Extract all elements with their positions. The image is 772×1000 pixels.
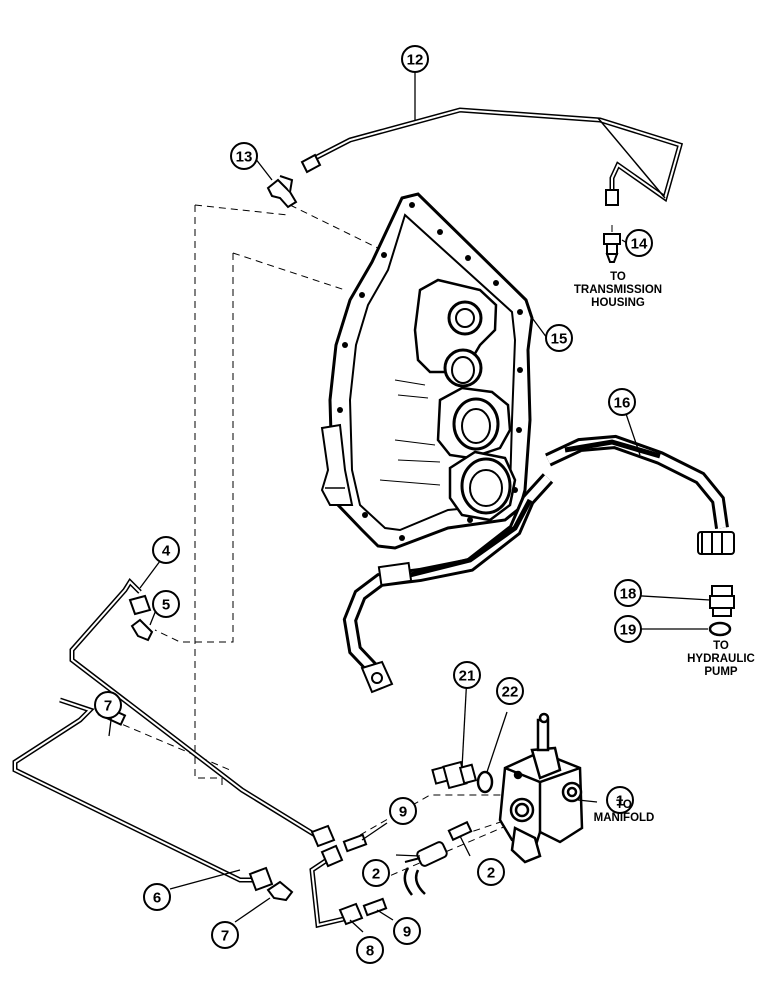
callout-13: 13 [230,142,258,170]
valve-block-1 [498,712,584,864]
hose-end-fittings [360,531,735,694]
callout-5-label: 5 [162,597,170,614]
callout-21-label: 21 [459,668,476,685]
assembly-guide-lines [111,204,613,881]
note-transmission-line-3: HOUSING [591,297,645,309]
tube-nut-12b [605,189,619,206]
callout-7-lower: 7 [211,921,239,949]
callout-8: 8 [356,936,384,964]
tube-12 [313,107,684,203]
hose-piece-2 [403,867,426,896]
callout-1-label: 1 [616,793,624,810]
callout-13-label: 13 [236,149,253,166]
tube-4 [69,578,322,841]
o-ring-22 [476,770,494,794]
callout-5: 5 [152,590,180,618]
note-manifold-line-1: TO [616,799,632,811]
callout-9-lower-label: 9 [403,924,411,941]
note-transmission-housing: TO TRANSMISSION HOUSING [574,271,662,309]
callout-2-right-label: 2 [487,865,495,882]
callout-2-right: 2 [477,858,505,886]
callout-8-label: 8 [366,943,374,960]
callout-1: 1 [606,786,634,814]
callout-16: 16 [608,388,636,416]
note-pump-line-2: HYDRAULIC [687,653,755,665]
callout-18: 18 [614,579,642,607]
note-transmission-line-2: TRANSMISSION [574,284,662,296]
note-manifold-line-2: MANIFOLD [594,812,655,824]
callout-7-upper-label: 7 [104,698,112,715]
callout-7-upper: 7 [94,691,122,719]
callout-19-label: 19 [620,622,637,639]
callout-16-label: 16 [614,395,631,412]
connector-14 [603,233,621,263]
callout-19: 19 [614,615,642,643]
callout-15: 15 [545,324,573,352]
note-transmission-line-1: TO [610,271,626,283]
note-hydraulic-pump: TO HYDRAULIC PUMP [687,640,755,678]
callout-14: 14 [625,229,653,257]
callout-12-label: 12 [407,52,424,69]
elbow-fitting-13 [266,175,298,209]
callout-6: 6 [143,883,171,911]
note-pump-line-1: TO [713,640,729,652]
tube-8 [309,855,349,929]
callout-2-left: 2 [362,859,390,887]
callout-9-upper-label: 9 [399,804,407,821]
tube-nut-12a [300,153,322,174]
callout-4: 4 [152,536,180,564]
callout-15-label: 15 [551,331,568,348]
o-ring-19 [708,621,732,637]
tube-6 [12,697,258,883]
fitting-21 [431,760,478,790]
callout-14-label: 14 [631,236,648,253]
callout-9-lower: 9 [393,917,421,945]
callout-6-label: 6 [153,890,161,907]
callouts: 12 13 14 15 16 18 19 4 5 7 21 22 1 9 2 2… [94,45,653,964]
note-manifold: TO MANIFOLD [594,799,655,824]
gear-housing-cover [320,192,534,550]
callout-9-upper: 9 [389,797,417,825]
callout-7-lower-label: 7 [221,928,229,945]
adapter-18 [709,585,735,617]
callout-22-label: 22 [502,684,519,701]
callout-22: 22 [496,677,524,705]
callout-21: 21 [453,661,481,689]
callout-12: 12 [401,45,429,73]
callout-4-label: 4 [162,543,171,560]
callout-18-label: 18 [620,586,637,603]
callout-2-left-label: 2 [372,866,380,883]
note-pump-line-3: PUMP [704,666,738,678]
